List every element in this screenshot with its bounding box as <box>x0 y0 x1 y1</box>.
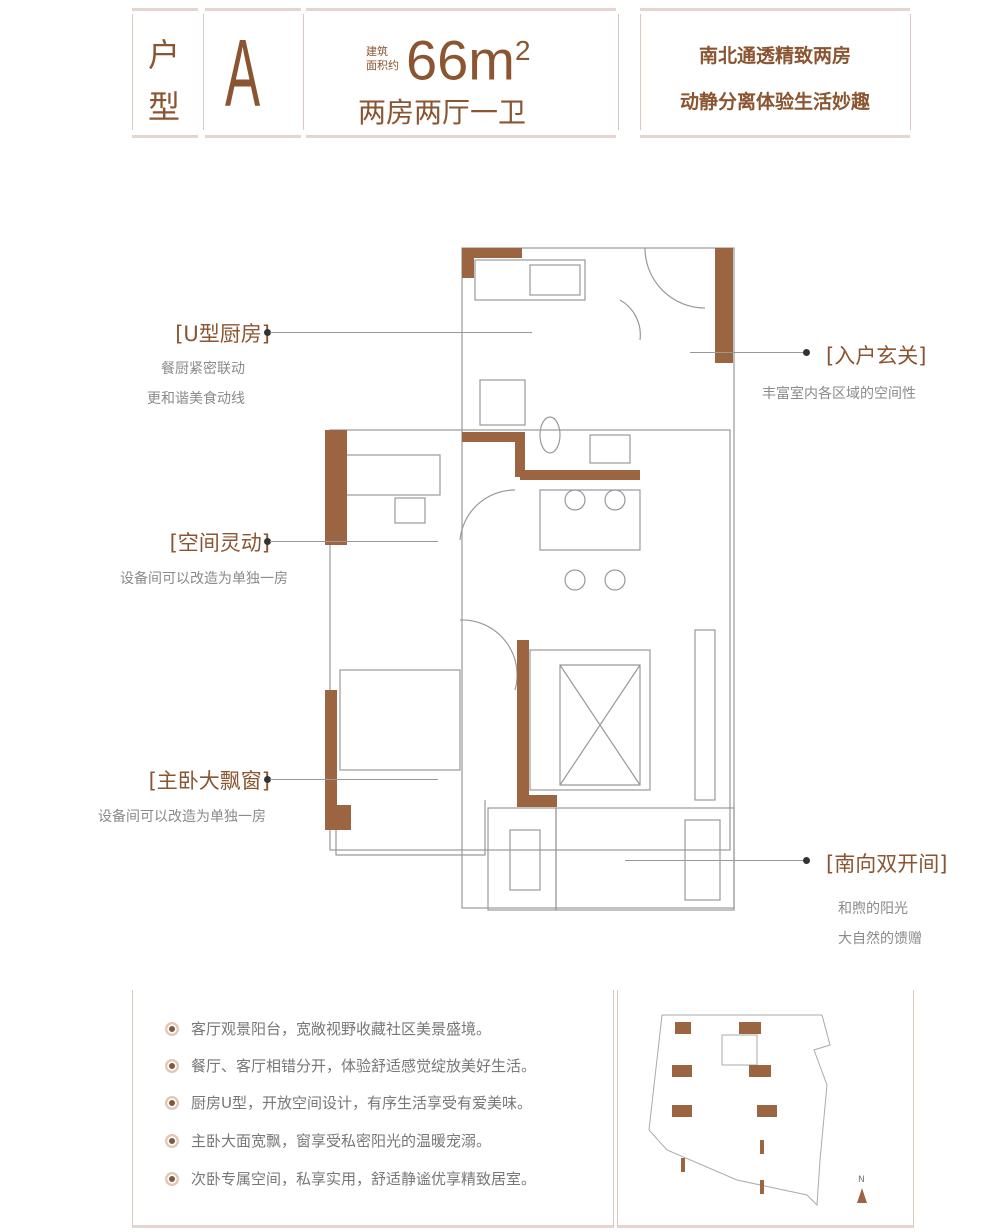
type-letter: A <box>225 20 261 127</box>
north-label: N <box>858 1175 865 1185</box>
callout-dot <box>264 538 271 545</box>
type-letter-box: A <box>205 8 301 138</box>
bullet-icon <box>165 1171 179 1186</box>
feature-item: 餐厅、客厅相错分开，体验舒适感觉绽放美好生活。 <box>165 1055 536 1076</box>
slogan-line2: 动静分离体验生活妙趣 <box>679 91 870 113</box>
area-number: 66m <box>406 28 515 92</box>
area-label-line1: 建筑 <box>366 45 388 58</box>
bullet-icon <box>165 1133 179 1148</box>
callout-dot <box>803 349 810 356</box>
features-box <box>132 990 614 1228</box>
callout-dot <box>264 776 271 783</box>
bullet-icon <box>165 1058 179 1073</box>
callout-space-title: [空间灵动] <box>169 531 270 555</box>
type-label-box: 户型 <box>132 8 198 138</box>
feature-item: 主卧大面宽飘，窗享受私密阳光的温暖宠溺。 <box>165 1130 491 1151</box>
feature-text: 厨房U型，开放空间设计，有序生活享受有爱美味。 <box>191 1094 532 1112</box>
callout-leader <box>270 541 438 542</box>
callout-south-line2: 大自然的馈赠 <box>838 931 922 947</box>
feature-item: 次卧专属空间，私享实用，舒适静谧优享精致居室。 <box>165 1168 536 1189</box>
slogan-box: 南北通透精致两房 动静分离体验生活妙趣 <box>640 8 910 138</box>
feature-text: 次卧专属空间，私享实用，舒适静谧优享精致居室。 <box>191 1170 537 1188</box>
feature-text: 餐厅、客厅相错分开，体验舒适感觉绽放美好生活。 <box>191 1057 537 1075</box>
area-value: 66m2 <box>406 19 531 93</box>
callout-kitchen-line1: 餐厨紧密联动 <box>161 361 245 377</box>
callout-south-line1: 和煦的阳光 <box>838 901 908 917</box>
site-map: N <box>648 1014 867 1207</box>
callout-kitchen-title: [U型厨房] <box>175 322 270 346</box>
callout-leader <box>690 352 803 353</box>
callout-bedroom-title: [主卧大飘窗] <box>148 769 270 793</box>
feature-text: 客厅观景阳台，宽敞视野收藏社区美景盛境。 <box>191 1020 492 1038</box>
area-unit-sup: 2 <box>514 35 531 66</box>
callout-dot <box>264 329 271 336</box>
area-box: 建筑 面积约 66m2 两房两厅一卫 <box>306 8 616 138</box>
callout-south-title: [南向双开间] <box>826 852 948 876</box>
callout-leader <box>270 779 438 780</box>
layout-text: 两房两厅一卫 <box>358 96 527 129</box>
bullet-icon <box>165 1021 179 1036</box>
site-map-box <box>617 990 914 1228</box>
callout-bedroom-line1: 设备间可以改造为单独一房 <box>98 809 266 825</box>
feature-item: 厨房U型，开放空间设计，有序生活享受有爱美味。 <box>165 1092 532 1113</box>
callout-entry-title: [入户玄关] <box>826 344 927 368</box>
callout-leader <box>625 860 803 861</box>
slogan-line1: 南北通透精致两房 <box>698 45 851 67</box>
outer-outline <box>461 247 735 909</box>
type-label: 户型 <box>147 36 180 126</box>
callout-leader <box>270 332 532 333</box>
area-label: 建筑 面积约 <box>366 45 399 73</box>
callout-dot <box>803 857 810 864</box>
callout-space-line1: 设备间可以改造为单独一房 <box>120 571 288 587</box>
area-label-line2: 面积约 <box>366 59 399 72</box>
bullet-icon <box>165 1095 179 1110</box>
feature-item: 客厅观景阳台，宽敞视野收藏社区美景盛境。 <box>165 1018 491 1039</box>
feature-text: 主卧大面宽飘，窗享受私密阳光的温暖宠溺。 <box>191 1132 492 1150</box>
walls <box>325 248 733 830</box>
callout-kitchen-line2: 更和谐美食动线 <box>147 391 245 407</box>
north-arrow-icon <box>857 1188 867 1203</box>
callout-entry-line1: 丰富室内各区域的空间性 <box>762 386 916 402</box>
